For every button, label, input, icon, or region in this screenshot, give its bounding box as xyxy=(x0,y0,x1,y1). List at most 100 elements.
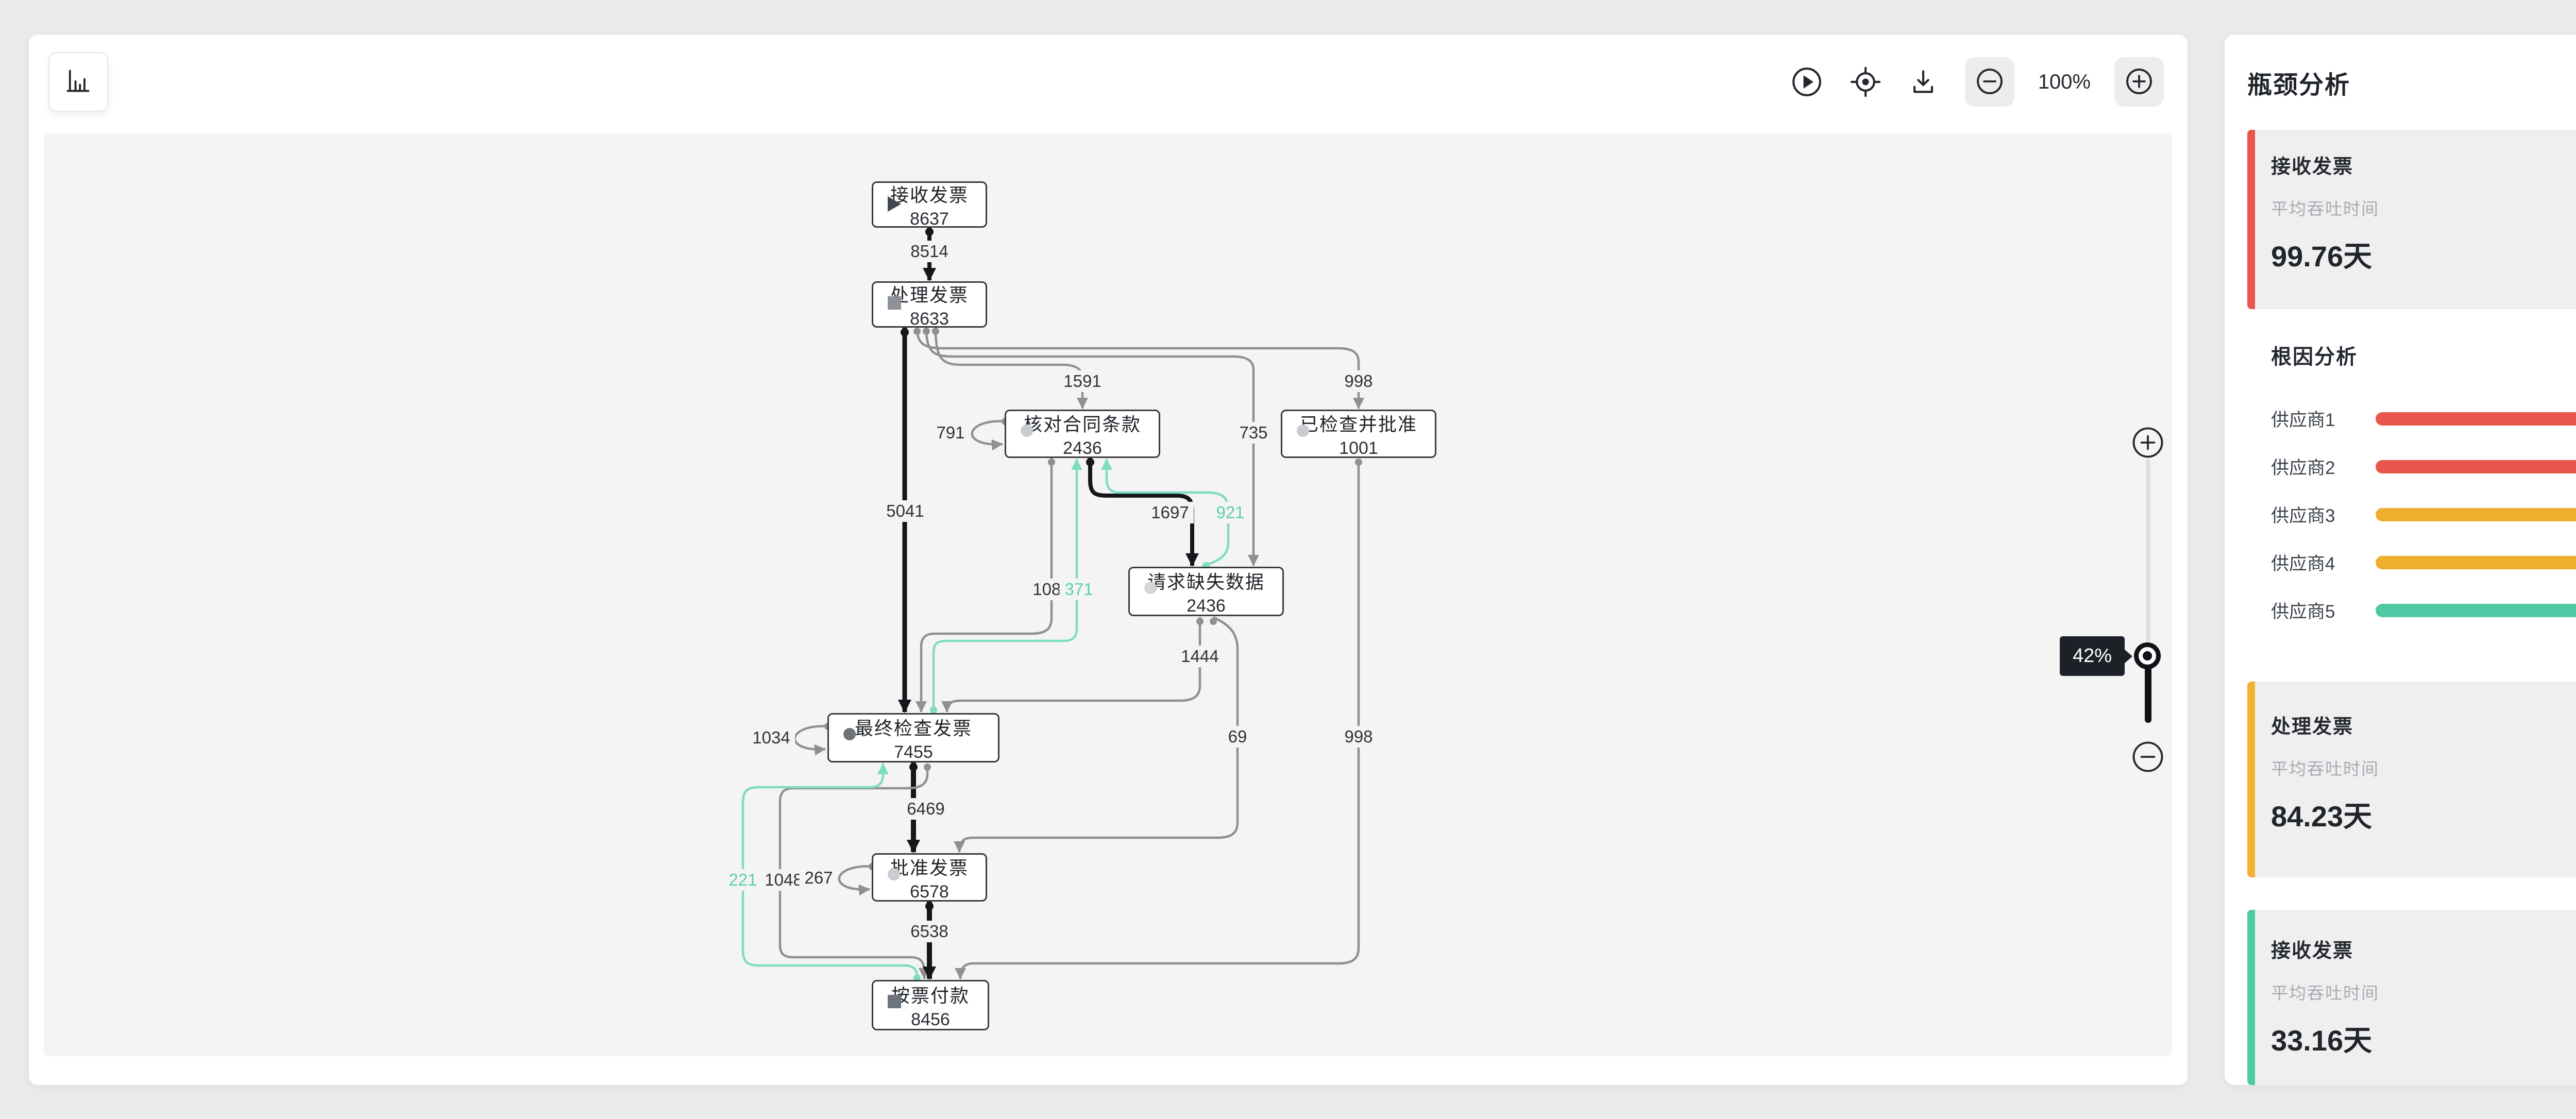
edge-start-dot xyxy=(1196,618,1204,625)
zoom-slider-fill xyxy=(2145,656,2151,723)
edge-count-label: 221 xyxy=(723,869,762,891)
supplier-row[interactable]: 供应商1100分 xyxy=(2271,395,2576,443)
edge-count-label: 6538 xyxy=(905,921,954,942)
slider-zoom-out-icon[interactable] xyxy=(2131,740,2165,776)
process-edge[interactable] xyxy=(934,327,1088,409)
play-circle-icon[interactable] xyxy=(1791,66,1823,98)
circle-minus-icon xyxy=(1975,66,2005,98)
edge-start-dot xyxy=(909,763,918,771)
process-edge[interactable] xyxy=(954,616,1239,853)
card-accent-bar xyxy=(2247,910,2255,1085)
supplier-row[interactable]: 供应商580分 xyxy=(2271,586,2576,634)
circle-status-icon xyxy=(1297,425,1309,437)
edge-count-label: 1444 xyxy=(1176,646,1224,667)
activity-from: 处理发票 xyxy=(2271,716,2354,738)
supplier-label: 供应商5 xyxy=(2271,602,2335,622)
supplier-row[interactable]: 供应商484分 xyxy=(2271,538,2576,586)
zoom-slider-track[interactable] xyxy=(2146,459,2150,722)
zoom-slider-handle[interactable] xyxy=(2134,642,2161,669)
node-label: 请求缺失数据 xyxy=(1147,571,1265,592)
zoom-out-button[interactable] xyxy=(1964,57,2014,107)
panel-title: 瓶颈分析 xyxy=(2247,72,2351,99)
bottleneck-card-2[interactable]: 处理发票 — 按票付款 平均吞吐时间 受影响的案例 84.23天 0.02% 根… xyxy=(2247,682,2576,877)
supplier-bar-track xyxy=(2376,460,2576,473)
edge-start-dot xyxy=(930,706,937,714)
card-accent-bar xyxy=(2247,682,2255,877)
supplier-bar-track xyxy=(2376,603,2576,617)
edge-count-label: 6469 xyxy=(902,798,950,820)
supplier-row[interactable]: 供应商296分 xyxy=(2271,443,2576,490)
zoom-in-button[interactable] xyxy=(2114,57,2164,107)
process-edge[interactable] xyxy=(941,617,1201,713)
edge-count-label: 371 xyxy=(1059,579,1098,600)
node-label: 批准发票 xyxy=(890,857,969,878)
node-label: 已检查并批准 xyxy=(1299,413,1417,435)
node-label: 最终检查发票 xyxy=(854,717,972,739)
edge-count-label: 1697 xyxy=(1146,502,1194,523)
activity-from: 接收发票 xyxy=(2271,940,2354,962)
node-count: 2436 xyxy=(1187,596,1226,616)
process-edge[interactable] xyxy=(916,327,1364,409)
edge-count-label: 1591 xyxy=(1058,370,1107,392)
process-edge[interactable] xyxy=(955,462,1360,979)
supplier-bar xyxy=(2376,412,2576,426)
edge-start-dot xyxy=(925,228,934,236)
node-label: 处理发票 xyxy=(890,284,969,306)
node-count: 8456 xyxy=(911,1009,950,1029)
edge-start-dot xyxy=(932,328,939,335)
chart-view-button[interactable] xyxy=(48,52,108,112)
process-edge[interactable] xyxy=(838,865,874,896)
root-cause-title: 根因分析 xyxy=(2271,346,2358,368)
supplier-bar-track xyxy=(2376,412,2576,426)
edge-start-dot xyxy=(913,328,921,335)
supplier-bar xyxy=(2376,460,2576,473)
process-edge[interactable] xyxy=(932,459,1082,710)
map-toolbar: 100% xyxy=(1791,52,2164,112)
edge-count-label: 921 xyxy=(1211,502,1250,523)
metric1-value: 99.76天 xyxy=(2271,240,2372,273)
metric1-value: 84.23天 xyxy=(2271,800,2372,833)
slider-zoom-in-icon[interactable] xyxy=(2131,426,2165,462)
edge-start-dot xyxy=(1355,459,1362,466)
process-edge[interactable] xyxy=(793,725,830,756)
bottleneck-card-1[interactable]: 接收发票 — 处理发票 平均吞吐时间 受影响的案例 99.76天 0.06% 根… xyxy=(2247,130,2576,309)
edge-start-dot xyxy=(1210,618,1217,625)
supplier-label: 供应商2 xyxy=(2271,458,2335,478)
process-edge[interactable] xyxy=(741,763,919,977)
supplier-label: 供应商3 xyxy=(2271,506,2335,526)
supplier-bar-track xyxy=(2376,555,2576,569)
process-edge[interactable] xyxy=(971,420,1007,451)
activity-from: 接收发票 xyxy=(2271,156,2354,178)
locate-icon[interactable] xyxy=(1850,66,1882,98)
download-icon[interactable] xyxy=(1908,67,1938,97)
edge-start-dot xyxy=(1086,458,1094,466)
process-edges-layer xyxy=(741,228,1364,981)
edge-start-dot xyxy=(901,328,909,336)
bottleneck-card-3[interactable]: 接收发票 — 最终检查发票 平均吞吐时间 受影响的案例 33.16天 0.12%… xyxy=(2247,910,2576,1085)
supplier-list: 供应商1100分供应商296分供应商390分供应商484分供应商580分 xyxy=(2271,395,2576,634)
process-edge[interactable] xyxy=(925,327,1259,566)
edge-count-label: 735 xyxy=(1234,422,1273,444)
process-edge[interactable] xyxy=(1101,459,1230,566)
play-triangle-icon xyxy=(888,196,901,212)
process-node-missing[interactable]: 请求缺失数据 2436 xyxy=(1128,567,1284,616)
edge-start-dot xyxy=(923,328,930,335)
edge-count-label: 791 xyxy=(931,422,970,444)
supplier-row[interactable]: 供应商390分 xyxy=(2271,490,2576,538)
edge-count-label: 267 xyxy=(799,867,838,889)
process-edge[interactable] xyxy=(916,458,1053,713)
node-count: 2436 xyxy=(1063,438,1102,458)
edge-start-dot xyxy=(913,974,921,981)
root-cause-section: 根因分析 供应商1100分供应商296分供应商390分供应商484分供应商580… xyxy=(2271,340,2576,634)
zoom-slider-tooltip: 42% xyxy=(2060,636,2125,676)
metric1-value: 33.16天 xyxy=(2271,1024,2372,1057)
